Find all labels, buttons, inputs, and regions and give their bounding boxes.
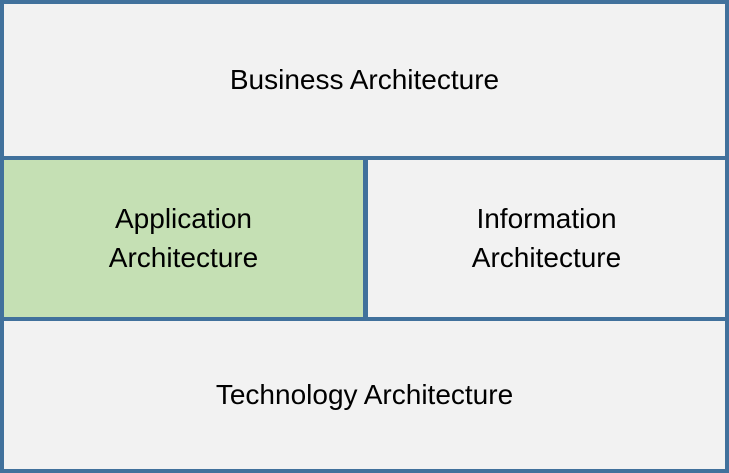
- information-architecture-label: Information Architecture: [471, 202, 622, 273]
- row-technology: Technology Architecture: [4, 317, 725, 469]
- row-middle: Application Architecture Information Arc…: [4, 156, 725, 317]
- information-architecture-box: Information Architecture: [368, 160, 725, 317]
- technology-architecture-label: Technology Architecture: [215, 378, 514, 410]
- application-architecture-label: Application Architecture: [108, 202, 259, 273]
- business-architecture-box: Business Architecture: [4, 4, 725, 156]
- row-business: Business Architecture: [4, 4, 725, 156]
- technology-architecture-box: Technology Architecture: [4, 321, 725, 469]
- business-architecture-label: Business Architecture: [229, 63, 500, 95]
- application-architecture-box: Application Architecture: [4, 160, 368, 317]
